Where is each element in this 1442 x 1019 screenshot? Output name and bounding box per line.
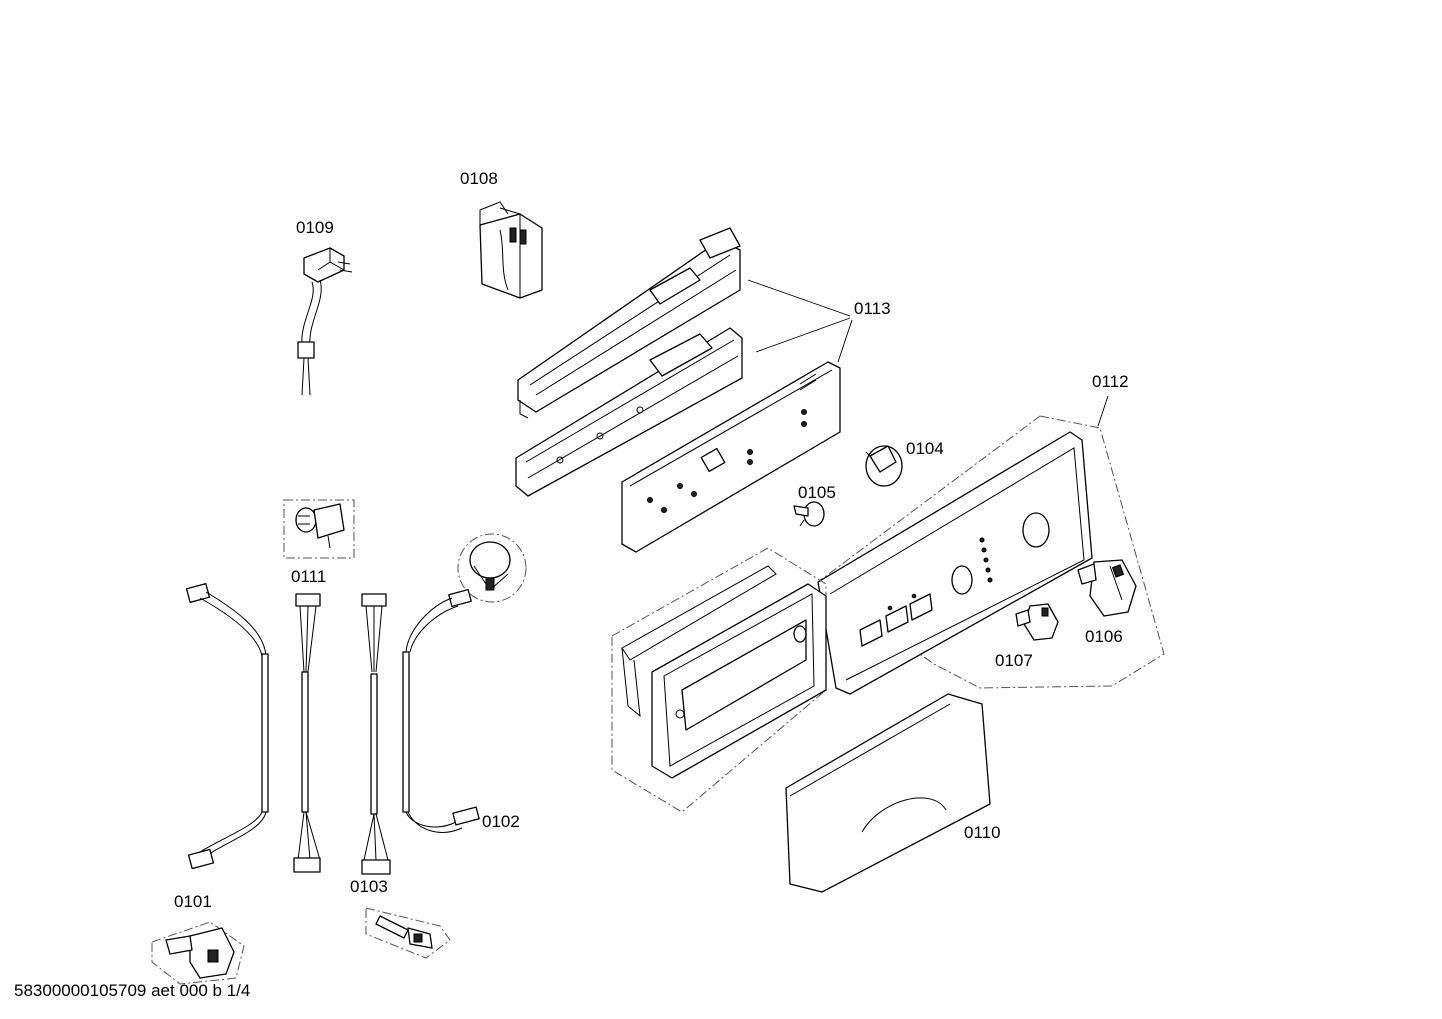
part-0104-knob-insert[interactable] (865, 445, 903, 487)
group-round-switch-outline (457, 533, 527, 603)
part-0113-rail-upper[interactable] (517, 227, 741, 419)
group-0101-outline (151, 921, 245, 985)
callout-0101: 0101 (174, 892, 212, 911)
callout-0104: 0104 (906, 439, 944, 458)
part-round-pressure-switch[interactable] (469, 541, 511, 591)
part-0102-harness[interactable] (402, 588, 480, 833)
leader-0112 (1097, 395, 1109, 427)
part-0113-pcb[interactable] (621, 361, 841, 553)
leader-0113-a (747, 279, 851, 317)
part-dispenser-seal[interactable] (621, 565, 777, 718)
callout-0102: 0102 (482, 812, 520, 831)
callout-0107: 0107 (995, 651, 1033, 670)
callout-0106: 0106 (1085, 627, 1123, 646)
callout-0103: 0103 (350, 877, 388, 896)
fascia-led-indicators (979, 537, 993, 583)
part-temperature-sensor[interactable] (375, 915, 433, 949)
fascia-push-buttons (859, 593, 933, 647)
group-sensor-outline (365, 907, 451, 959)
callout-0109: 0109 (296, 218, 334, 237)
callout-0110: 0110 (964, 823, 1001, 842)
group-0111-outline (283, 499, 355, 559)
part-0113-rail-lower[interactable] (515, 327, 743, 497)
document-code: 58300000105709 aet 000 b 1/4 (14, 981, 251, 1000)
leader-0113-c (837, 319, 853, 363)
callout-0105: 0105 (798, 483, 836, 502)
callout-0112: 0112 (1092, 372, 1129, 391)
callout-0111: 0111 (291, 567, 326, 586)
part-0109-mains-cable[interactable] (297, 247, 353, 396)
part-0112-fascia-panel[interactable] (817, 431, 1093, 695)
callout-0108: 0108 (460, 169, 498, 188)
part-0111-pressure-switch[interactable] (295, 503, 345, 549)
part-0106-program-knob[interactable] (1077, 559, 1137, 617)
part-dispenser-front[interactable] (651, 583, 827, 779)
part-0101-door-lock[interactable] (165, 927, 235, 979)
part-0103-harness[interactable] (361, 593, 391, 875)
part-0108-suppressor[interactable] (479, 201, 543, 299)
part-0107-selector-knob[interactable] (1015, 603, 1059, 641)
part-0101-harness[interactable] (185, 583, 269, 870)
part-0110-drawer-front[interactable] (785, 693, 991, 893)
leader-0113-b (755, 317, 851, 353)
part-harness-a[interactable] (293, 593, 321, 873)
callout-0113: 0113 (854, 299, 891, 318)
part-0105-spindle[interactable] (793, 501, 825, 527)
